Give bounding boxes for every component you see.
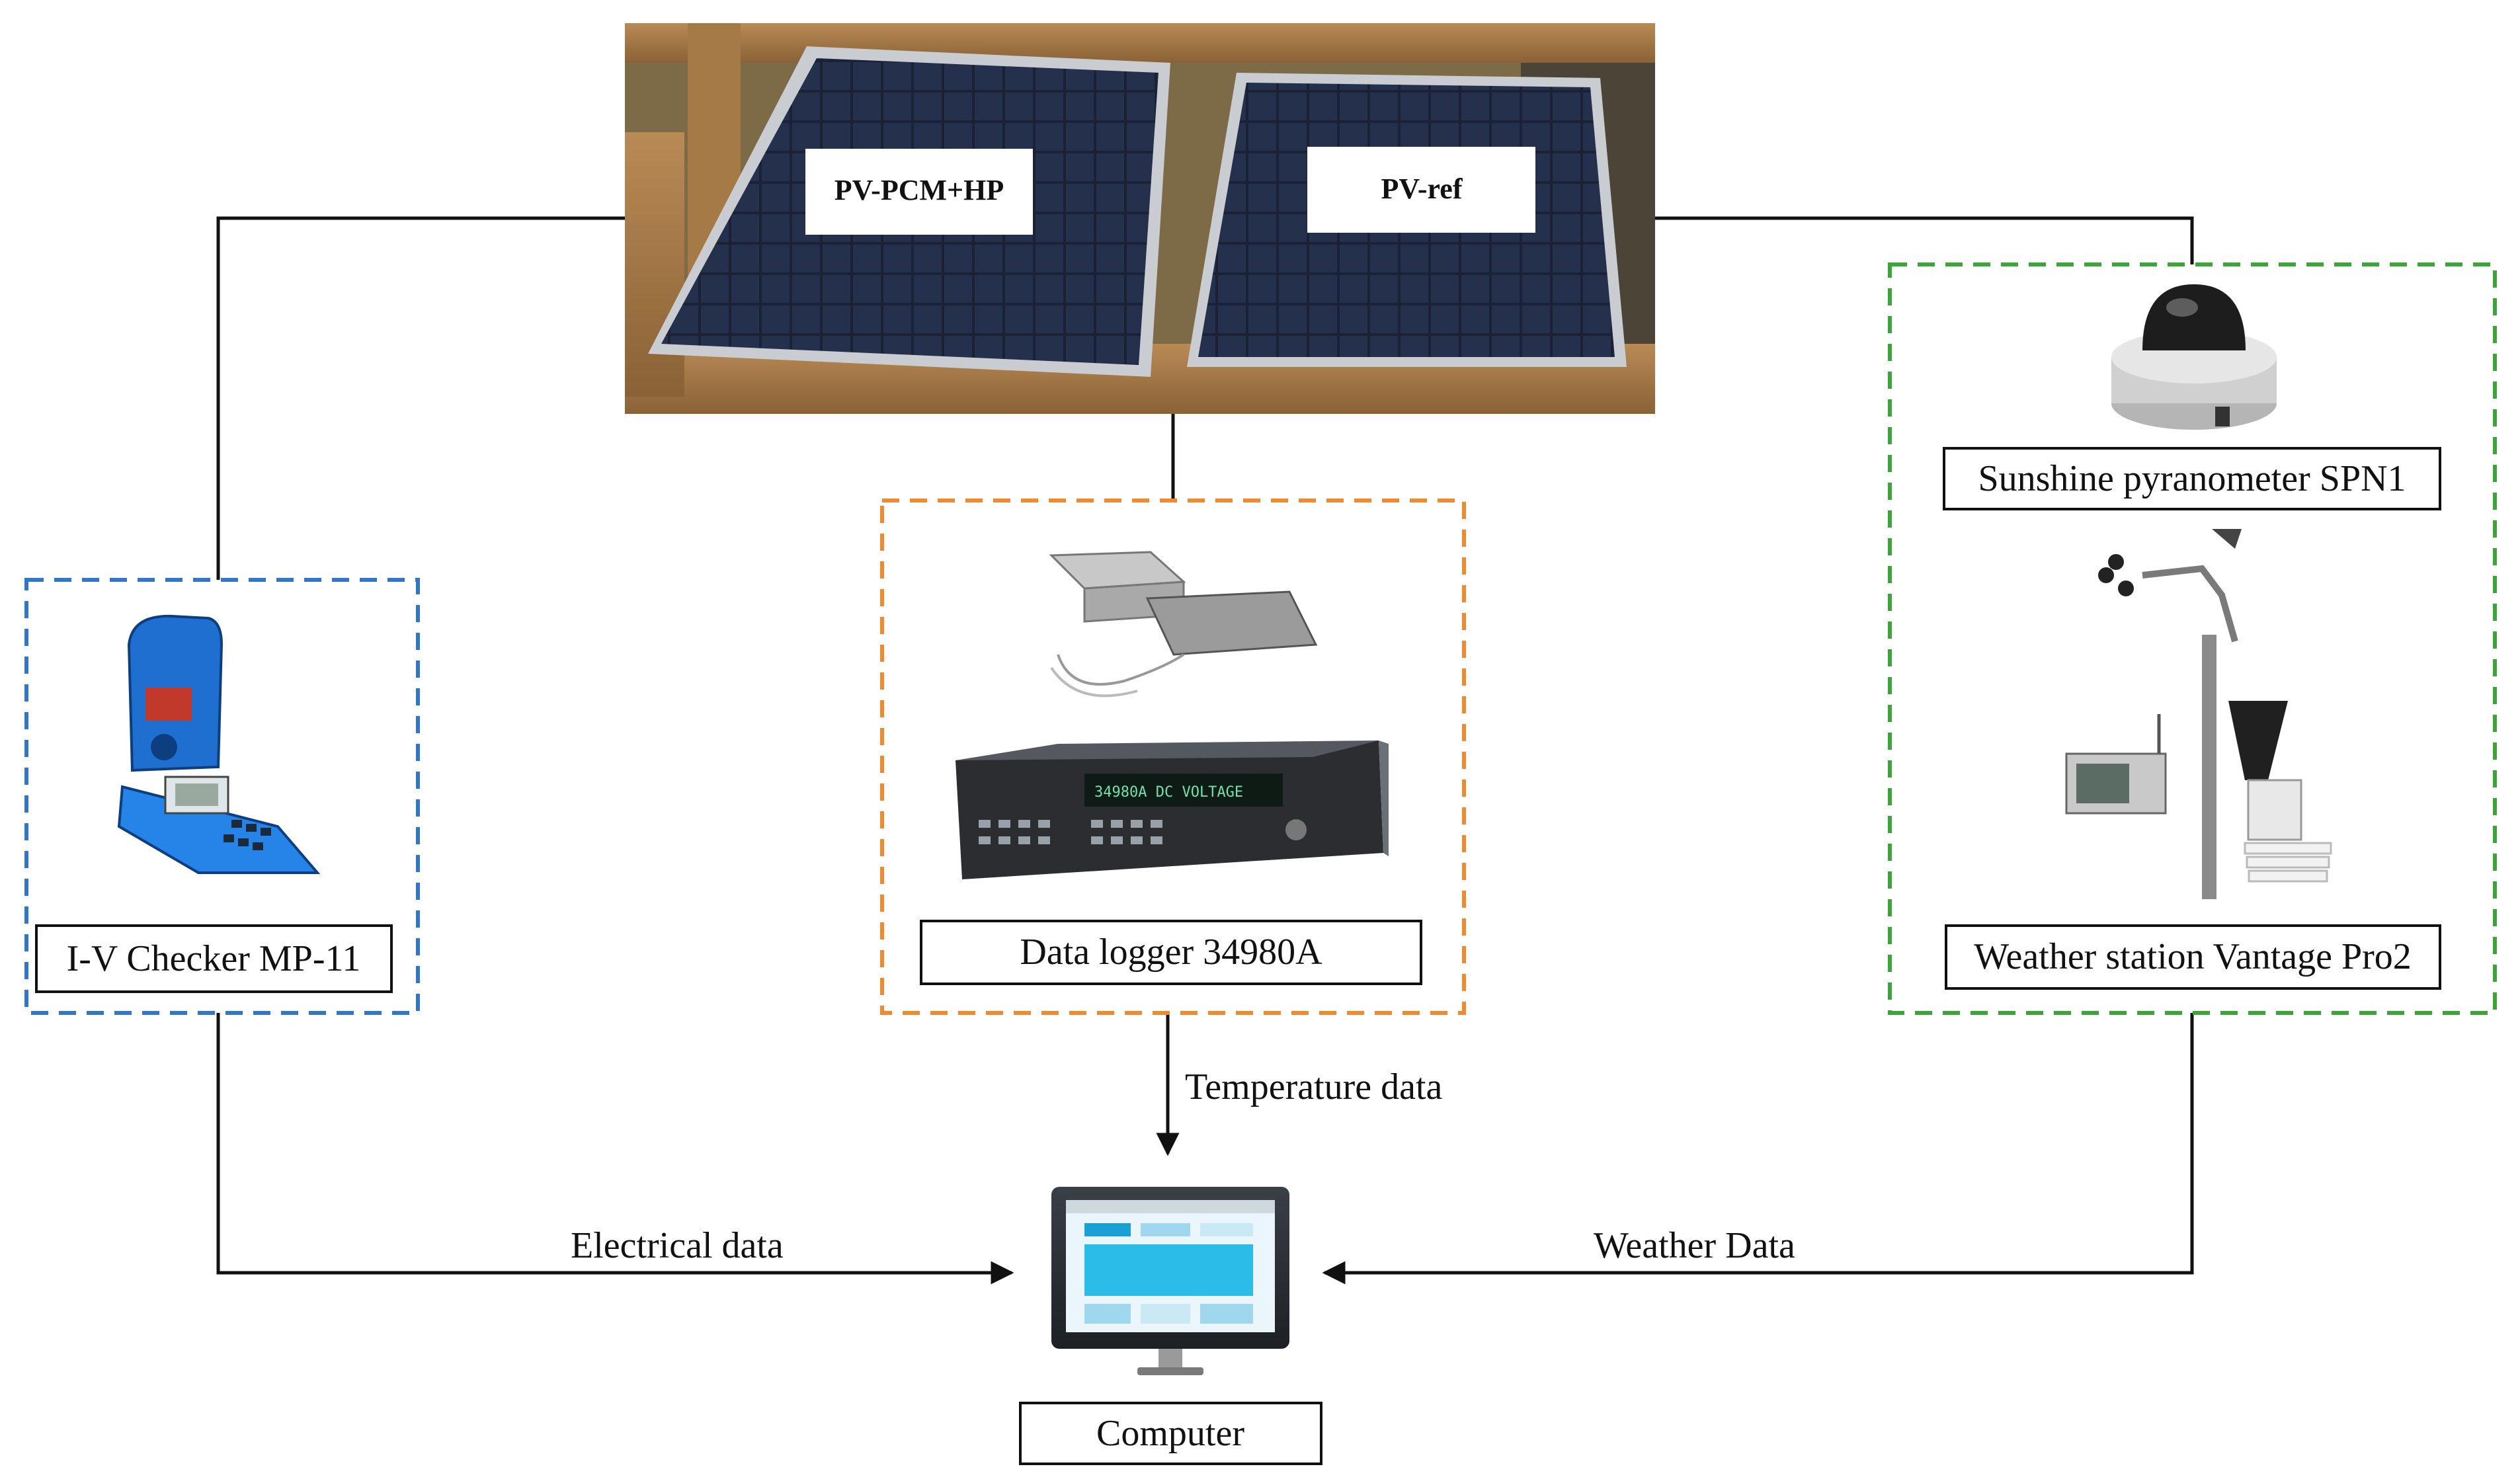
iv-checker-group: I-V Checker MP-11 bbox=[24, 578, 420, 1015]
pv-ref-panel: PV-ref bbox=[1187, 73, 1627, 367]
data-logger-label: Data logger 34980A bbox=[1020, 932, 1322, 973]
connectors bbox=[216, 216, 2194, 1285]
computer-group: Computer bbox=[1019, 1187, 1322, 1465]
data-logger-group: 34980A DC VOLTAGE Data logger 34980A bbox=[880, 499, 1466, 1015]
pv-pcm-hp-panel: PV-PCM+HP bbox=[648, 46, 1170, 377]
computer-monitor-icon bbox=[1051, 1187, 1289, 1375]
pyranometer-label-box bbox=[1943, 447, 2441, 510]
pv-pcm-hp-label: PV-PCM+HP bbox=[834, 174, 1004, 206]
weather-station-label: Weather station Vantage Pro2 bbox=[1974, 936, 2412, 977]
line-photo-to-iv-checker bbox=[216, 216, 625, 580]
data-logger-device-icon: 34980A DC VOLTAGE bbox=[955, 741, 1389, 879]
pyranometer-label: Sunshine pyranometer SPN1 bbox=[1978, 458, 2406, 499]
arrow-electrical-data bbox=[216, 1013, 1014, 1285]
pv-panels-photo: PV-PCM+HP PV-ref bbox=[625, 23, 1655, 414]
computer-label-box bbox=[1019, 1402, 1322, 1465]
weather-station-label-box bbox=[1945, 924, 2441, 990]
electrical-data-label: Electrical data bbox=[571, 1225, 784, 1266]
weather-frame bbox=[1888, 262, 2497, 1015]
weather-data-label: Weather Data bbox=[1594, 1225, 1795, 1266]
pv-ref-label-bg bbox=[1307, 147, 1535, 233]
data-logger-frame bbox=[880, 499, 1466, 1015]
data-logger-label-box bbox=[920, 920, 1422, 985]
svg-text:34980A DC VOLTAGE: 34980A DC VOLTAGE bbox=[1094, 784, 1243, 801]
iv-checker-frame bbox=[24, 578, 420, 1015]
iv-checker-label: I-V Checker MP-11 bbox=[67, 938, 361, 979]
arrow-weather-data bbox=[1322, 1013, 2194, 1285]
logger-module-icon bbox=[1049, 551, 1318, 698]
iv-checker-label-box bbox=[35, 924, 393, 993]
iv-checker-device-icon bbox=[117, 614, 321, 874]
pv-pcm-hp-label-bg bbox=[805, 149, 1033, 235]
temperature-data-label: Temperature data bbox=[1185, 1066, 1443, 1107]
pv-ref-label: PV-ref bbox=[1381, 173, 1463, 205]
computer-label: Computer bbox=[1096, 1413, 1244, 1454]
weather-instruments-group: Sunshine pyranometer SPN1 Weather statio… bbox=[1888, 262, 2497, 1015]
line-photo-to-weather bbox=[1655, 216, 2194, 264]
weather-station-device-icon bbox=[2065, 529, 2332, 899]
pyranometer-device-icon bbox=[2111, 284, 2277, 430]
